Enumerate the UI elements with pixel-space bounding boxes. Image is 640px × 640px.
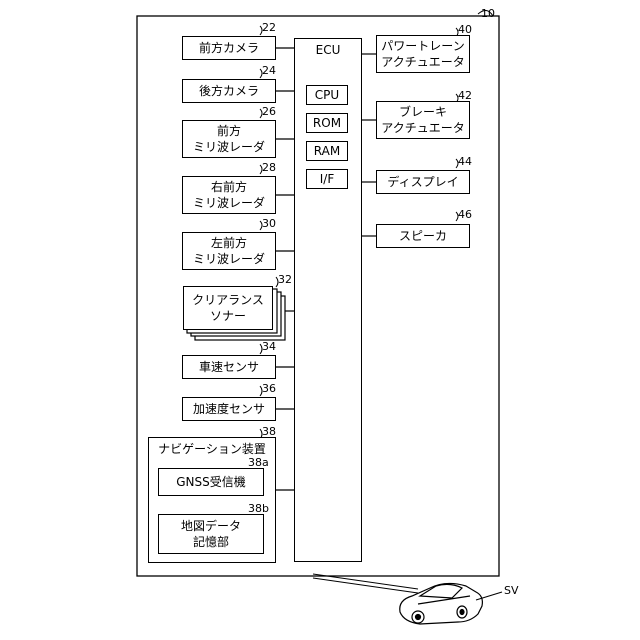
rear-camera-block: 後方カメラ [182,79,276,103]
if-block: I/F [306,169,348,189]
front-camera-ref: 22 [262,22,276,34]
cpu-block: CPU [306,85,348,105]
map-data-storage-block: 地図データ 記憶部 [158,514,264,554]
rear-camera-ref: 24 [262,65,276,77]
output-lines [362,54,376,236]
clearance-sonar-block: クリアランス ソナー [183,286,273,330]
ram-block: RAM [306,141,348,161]
front-camera-block: 前方カメラ [182,36,276,60]
front-radar-block: 前方 ミリ波レーダ [182,120,276,158]
right-front-radar-block: 右前方 ミリ波レーダ [182,176,276,214]
powertrain-actuator-block: パワートレーン アクチュエータ [376,35,470,73]
speed-sensor-block: 車速センサ [182,355,276,379]
speaker-ref: 46 [458,209,472,221]
map-data-storage-ref: 38b [248,503,269,515]
gnss-receiver-ref: 38a [248,457,269,469]
brake-actuator-ref: 42 [458,90,472,102]
system-ref: 10 [481,8,495,20]
accel-sensor-block: 加速度センサ [182,397,276,421]
vehicle-link-lines [313,574,418,593]
left-front-radar-block: 左前方 ミリ波レーダ [182,232,276,270]
vehicle-car-icon [400,583,502,624]
gnss-receiver-block: GNSS受信機 [158,468,264,496]
speed-sensor-ref: 34 [262,341,276,353]
display-ref: 44 [458,156,472,168]
brake-actuator-block: ブレーキ アクチュエータ [376,101,470,139]
navigation-ref: 38 [262,426,276,438]
powertrain-actuator-ref: 40 [458,24,472,36]
clearance-sonar-ref: 32 [278,274,292,286]
accel-sensor-ref: 36 [262,383,276,395]
rom-block: ROM [306,113,348,133]
speaker-block: スピーカ [376,224,470,248]
front-radar-ref: 26 [262,106,276,118]
display-block: ディスプレイ [376,170,470,194]
ecu-title: ECU [293,43,363,57]
right-front-radar-ref: 28 [262,162,276,174]
input-lines [276,48,294,490]
navigation-label: ナビゲーション装置 [158,441,266,457]
left-front-radar-ref: 30 [262,218,276,230]
vehicle-ref: SV [504,585,519,597]
